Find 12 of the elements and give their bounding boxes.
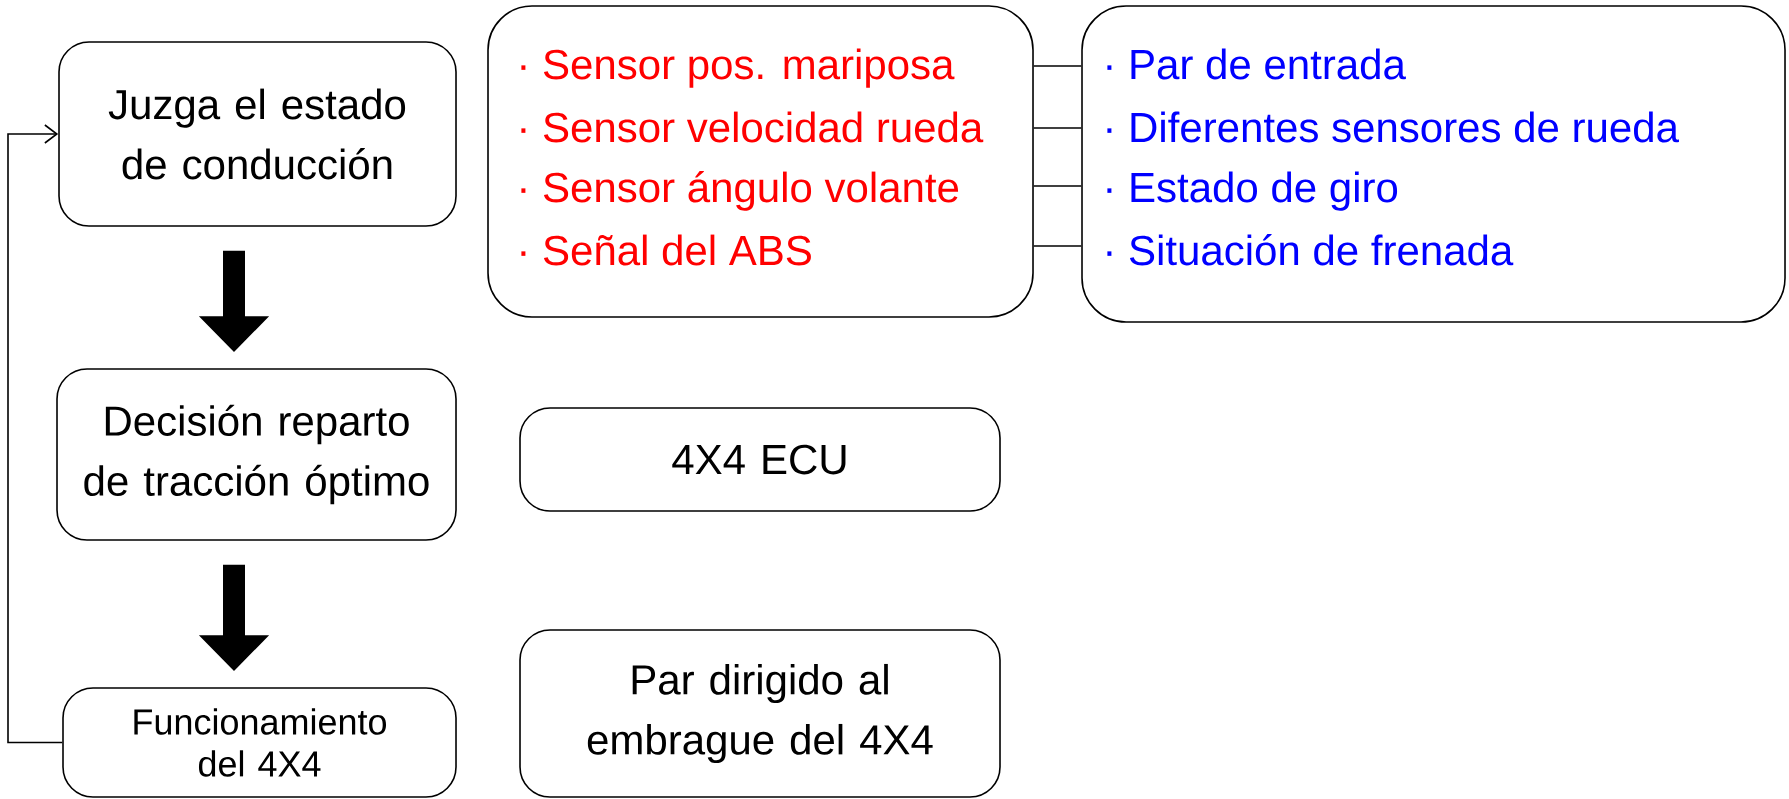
process-box: Decisión reparto de tracción óptimo <box>56 368 457 541</box>
connector-line <box>1033 127 1082 129</box>
feedback-arrow <box>7 124 63 744</box>
connector-line <box>1033 65 1082 67</box>
list-box: · Par de entrada · Diferentes sensores de rueda · Estado de giro · Situación de frenada <box>1081 5 1786 323</box>
list-box: · Sensor pos. mariposa · Sensor velocidad rueda · Sensor ángulo volante · Señal del ABS <box>487 5 1034 318</box>
process-box: Funcionamiento del 4X4 <box>62 687 457 798</box>
connector-line <box>1033 185 1082 187</box>
connector-line <box>1033 245 1082 247</box>
info-box: Par dirigido al embrague del 4X4 <box>519 629 1001 798</box>
process-box: Juzga el estado de conducción <box>58 41 457 227</box>
info-box: 4X4 ECU <box>519 407 1001 512</box>
